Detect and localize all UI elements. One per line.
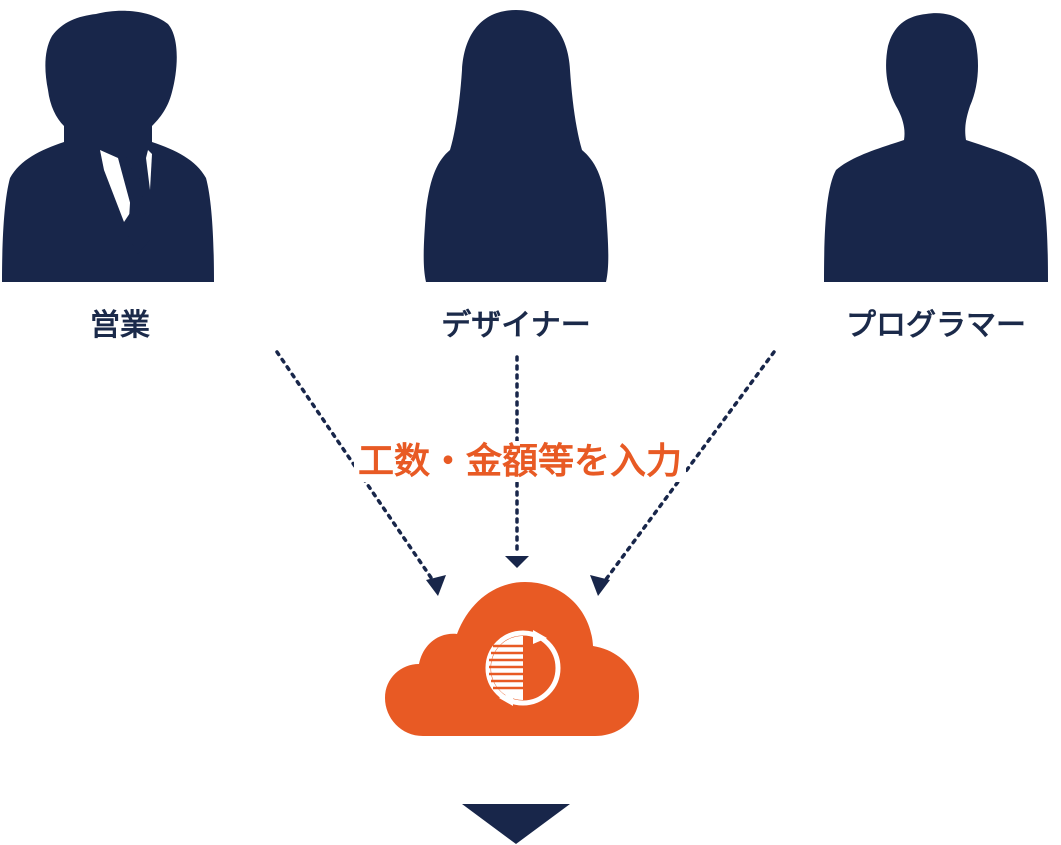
cloud-sync-icon [385, 582, 639, 736]
arrow-from-designer [505, 355, 529, 568]
arrow-from-programmer [590, 350, 776, 596]
businessman-silhouette-icon [0, 10, 216, 282]
man-silhouette-icon [822, 10, 1050, 282]
down-triangle-icon [462, 804, 570, 844]
role-label-sales: 営業 [90, 308, 150, 343]
headline-text: 工数・金額等を入力 [300, 432, 740, 484]
role-label-programmer: プログラマー [846, 308, 1026, 343]
woman-silhouette-icon [420, 10, 612, 282]
role-label-designer: デザイナー [441, 308, 591, 343]
